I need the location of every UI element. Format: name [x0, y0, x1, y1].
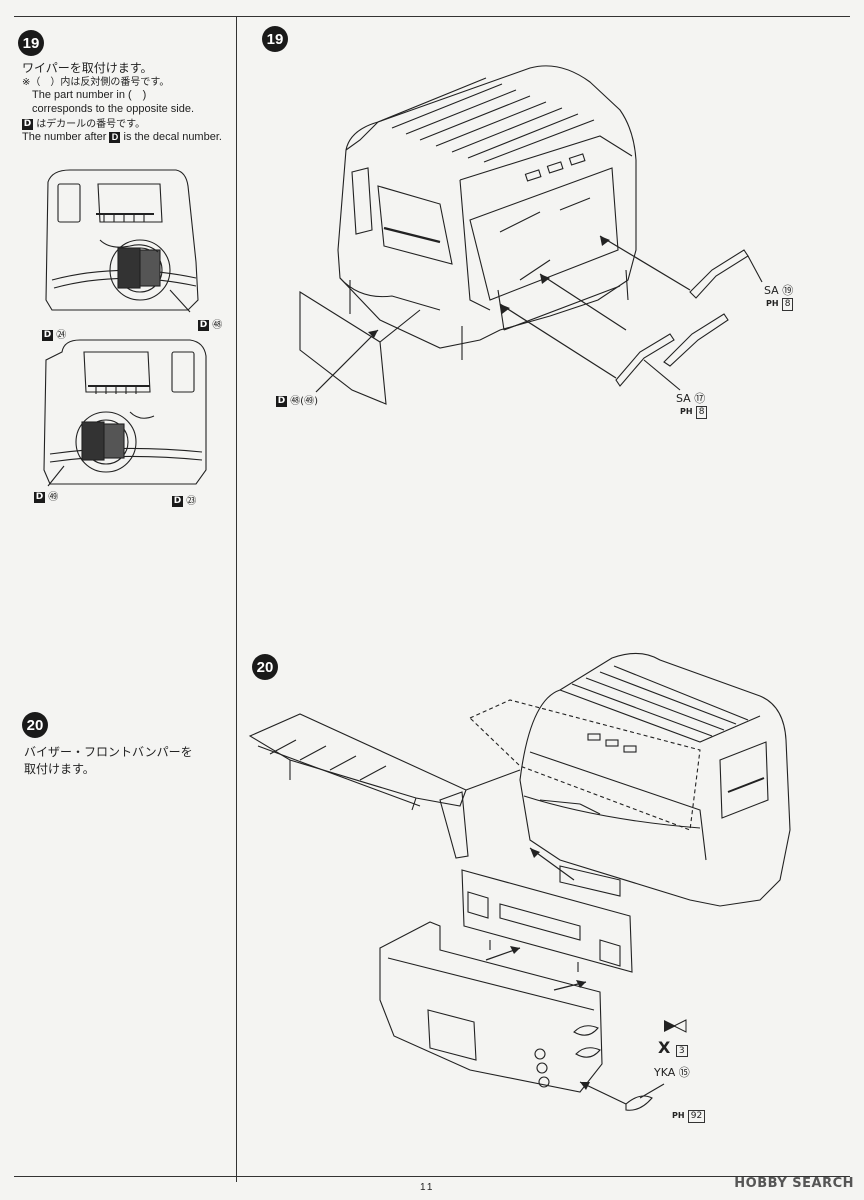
page-number: 11: [420, 1182, 435, 1193]
part-callout-ph8-a: PH 8: [766, 298, 794, 311]
decal-d-icon: D: [276, 395, 287, 407]
door-diagram-2: [43, 339, 207, 487]
ph-label: PH: [672, 1111, 685, 1120]
part-callout-ph92: PH 92: [672, 1110, 706, 1123]
part-callout-ph8-b: PH 8: [680, 406, 708, 419]
step19-note-en-1: The part number in ( ): [32, 89, 147, 101]
step19-decal-note-en: The number after D is the decal number.: [22, 130, 222, 145]
step-badge-19-main: 19: [262, 26, 288, 52]
x-part-number: 3: [675, 1045, 688, 1057]
part-callout-sa19: SA ⑲: [764, 284, 794, 297]
step19-decal-note-jp: D はデカールの番号です。: [22, 116, 145, 133]
frame-bottom: [14, 1176, 850, 1177]
ph-label: PH: [766, 299, 779, 308]
cab-drawing-step19: [337, 65, 637, 360]
decal-d-icon: D: [34, 491, 45, 503]
step19-note-en-2: corresponds to the opposite side.: [32, 103, 195, 115]
decal-callout-48-49: D ㊽(㊾): [276, 392, 318, 407]
step20-instruction-jp-1: バイザー・フロントバンパーを: [24, 745, 193, 759]
frame-top: [14, 16, 850, 17]
decal-number: ㉔: [56, 330, 67, 341]
ph-number: 8: [781, 298, 794, 311]
part-callout-yka15: YKA ⑮: [654, 1066, 690, 1079]
decal-note-jp-text: はデカールの番号です。: [36, 119, 146, 130]
decal-d-icon: D: [172, 495, 183, 507]
decal-number: ㊽: [212, 320, 223, 331]
divider-vertical: [236, 16, 237, 1182]
step20-instruction-jp-2: 取付けます。: [24, 762, 95, 776]
decal-number: ㊽(㊾): [290, 396, 318, 407]
x-part-letter: X: [658, 1038, 671, 1057]
decal-panel: [299, 291, 387, 405]
decal-number: ㉓: [186, 496, 197, 507]
door-diagram-1: [45, 169, 199, 313]
ph-number: 92: [687, 1110, 706, 1123]
visor-drawing: [248, 713, 521, 859]
cab-drawing-step20: [469, 652, 791, 907]
step-badge-20-left: 20: [22, 712, 48, 738]
decal-callout-48: D ㊽: [198, 316, 222, 331]
decal-callout-49: D ㊾: [34, 488, 58, 503]
step19-note-jp: ※（ ）内は反対側の番号です。: [22, 77, 170, 88]
bumper-drawing: [379, 921, 603, 1093]
ph-number: 8: [695, 406, 708, 419]
decal-number: ㊾: [48, 492, 59, 503]
decal-d-icon: D: [22, 118, 33, 130]
grille-drawing: [461, 869, 633, 973]
decal-d-icon: D: [198, 319, 209, 331]
part-callout-sa17: SA ⑰: [676, 392, 706, 405]
decal-d-icon: D: [109, 131, 121, 143]
decal-note-en-suffix: is the decal number.: [123, 131, 222, 143]
ph-label: PH: [680, 407, 693, 416]
decal-d-icon: D: [42, 329, 53, 341]
decal-callout-23: D ㉓: [172, 492, 196, 507]
decal-note-en-prefix: The number after: [22, 131, 107, 143]
step-badge-19-left: 19: [18, 30, 44, 56]
step19-instruction-jp: ワイパーを取付けます。: [22, 61, 153, 75]
lamp-part: [625, 1095, 653, 1111]
watermark-logo: HOBBY SEARCH: [734, 1176, 854, 1191]
part-callout-x3: X 3: [658, 1038, 688, 1057]
step-badge-20-main: 20: [252, 654, 278, 680]
decal-callout-24: D ㉔: [42, 326, 66, 341]
